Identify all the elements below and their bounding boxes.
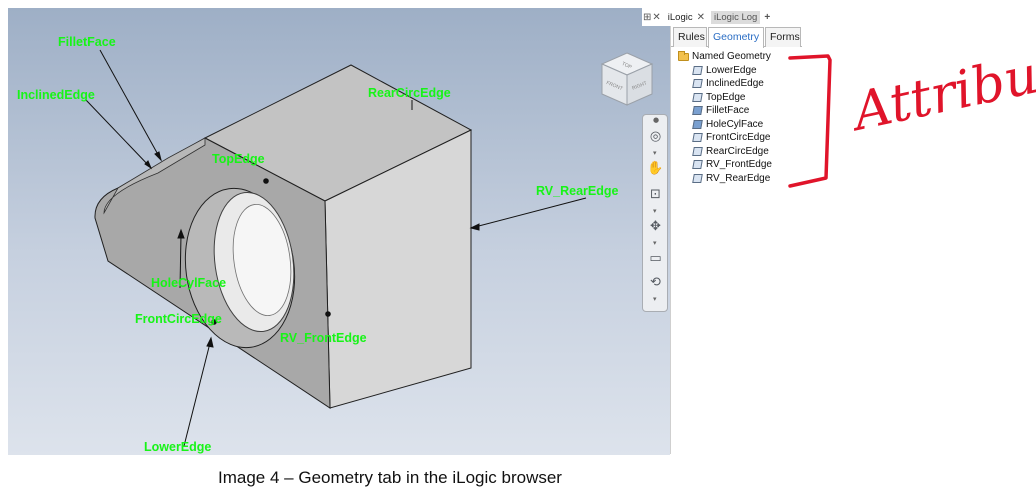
tab-ilogic-close-icon[interactable]: ✕ [696, 11, 705, 23]
tree-item-label: RV_RearEdge [706, 172, 771, 184]
callout-inclined-edge: InclinedEdge [17, 88, 95, 102]
viewcube-right-label: RIGHT [631, 80, 648, 91]
tab-ilogic-log[interactable]: iLogic Log [711, 10, 761, 24]
tree-item-lower-edge[interactable]: LowerEdge [676, 64, 800, 78]
add-tab-icon[interactable]: + [764, 11, 771, 23]
leader-fillet-face [99, 49, 162, 161]
tree-item-top-edge[interactable]: TopEdge [676, 91, 800, 105]
edge-icon [692, 146, 703, 156]
graphics-viewport[interactable]: FilletFace InclinedEdge RearCircEdge Top… [8, 8, 670, 455]
point-rv-front-edge [325, 311, 331, 317]
navbar-dropdown-icon[interactable]: ▾ [653, 149, 657, 157]
face-icon [692, 106, 703, 115]
tree-item-label: FilletFace [706, 105, 750, 116]
tree-item-label: FrontCircEdge [706, 132, 771, 143]
point-top-edge [263, 178, 269, 184]
tree-item-rv-rear-edge[interactable]: RV_RearEdge [676, 172, 800, 186]
annotation-bracket [788, 54, 832, 188]
tree-item-rear-circ-edge[interactable]: RearCircEdge [676, 145, 800, 159]
tab-forms[interactable]: Forms [765, 27, 801, 47]
callout-fillet-face: FilletFace [58, 35, 116, 49]
tree-item-rv-front-edge[interactable]: RV_FrontEdge [676, 158, 800, 172]
tree-item-label: InclinedEdge [706, 78, 764, 89]
pan-hand-icon[interactable]: ✋ [647, 161, 664, 176]
tree-root-named-geometry[interactable]: Named Geometry [676, 50, 800, 64]
fillet-face[interactable] [103, 137, 206, 215]
viewcube-top-label: TOP [621, 61, 633, 71]
viewcube-right-face[interactable] [626, 63, 653, 106]
callout-front-circ-edge: FrontCircEdge [135, 312, 222, 326]
steering-wheel-icon[interactable]: ◎ [649, 129, 662, 144]
browser-tab-strip: ⊞ ✕ iLogic ✕ iLogic Log + [642, 8, 802, 26]
zoom-window-icon[interactable]: ⊡ [650, 187, 661, 202]
handwritten-annotation: Attribute [788, 34, 1036, 188]
handwritten-word: Attribute [844, 34, 1036, 143]
leader-arrow-inclined-edge [144, 160, 153, 170]
ilogic-browser: Rules Geometry Forms Named Geometry Lowe… [670, 26, 802, 454]
edge-icon [692, 173, 703, 183]
callout-top-edge: TopEdge [212, 152, 265, 166]
edge-icon [692, 160, 703, 169]
leader-hole-cyl-face [179, 234, 182, 289]
part-model[interactable] [8, 8, 670, 455]
view-face-icon[interactable]: ▭ [649, 251, 662, 266]
tab-ilogic[interactable]: iLogic [667, 11, 693, 23]
named-geometry-tree: Named Geometry LowerEdge InclinedEdge To… [676, 50, 800, 185]
tree-item-inclined-edge[interactable]: InclinedEdge [676, 77, 800, 91]
point-front-circ-edge [211, 319, 217, 325]
leader-arrow-rv-rear-edge [469, 223, 480, 231]
figure-caption: Image 4 – Geometry tab in the iLogic bro… [218, 468, 562, 487]
edge-icon [692, 65, 703, 75]
callout-rv-front-edge: RV_FrontEdge [280, 331, 367, 345]
viewcube[interactable]: TOP FRONT RIGHT [596, 50, 658, 112]
folder-icon [678, 51, 689, 61]
tree-item-label: RV_FrontEdge [706, 159, 772, 170]
navbar-dot-icon: ● [653, 116, 660, 124]
face-icon [692, 119, 703, 129]
leader-lower-edge [183, 342, 211, 447]
look-at-icon[interactable]: ⟲ [650, 275, 661, 290]
leader-rv-rear-edge [470, 197, 587, 229]
tab-rules[interactable]: Rules [673, 27, 707, 47]
callout-hole-cyl-face: HoleCylFace [151, 276, 227, 290]
callout-rv-rear-edge: RV_RearEdge [536, 184, 619, 198]
zoom-dropdown-icon[interactable]: ▾ [653, 207, 657, 215]
look-dropdown-icon[interactable]: ▾ [653, 295, 657, 303]
callout-rear-circ-edge: RearCircEdge [368, 86, 451, 100]
tree-item-label: LowerEdge [706, 64, 757, 76]
leader-arrow-lower-edge [206, 336, 214, 348]
tab-geometry[interactable]: Geometry [708, 27, 764, 48]
tree-item-label: RearCircEdge [706, 145, 769, 157]
tree-item-front-circ-edge[interactable]: FrontCircEdge [676, 131, 800, 145]
tree-item-label: HoleCylFace [706, 118, 764, 130]
leader-inclined-edge [85, 99, 152, 169]
navigation-bar: ● ◎ ▾ ✋ ⊡ ▾ ✥ ▾ ▭ ⟲ ▾ [642, 114, 668, 312]
edge-icon [692, 79, 703, 88]
tree-root-label: Named Geometry [692, 51, 771, 62]
ilogic-panel-tabs: Rules Geometry Forms [671, 26, 802, 48]
tree-item-hole-cyl-face[interactable]: HoleCylFace [676, 118, 800, 132]
leader-arrow-fillet-face [154, 151, 162, 162]
panel-layout-icon[interactable]: ⊞ [643, 11, 652, 23]
leader-arrow-hole-cyl-face [177, 228, 185, 239]
panel-close-icon[interactable]: ✕ [652, 11, 661, 23]
callout-lower-edge: LowerEdge [144, 440, 212, 454]
tree-item-fillet-face[interactable]: FilletFace [676, 104, 800, 118]
orbit-icon[interactable]: ✥ [650, 219, 661, 234]
orbit-dropdown-icon[interactable]: ▾ [653, 239, 657, 247]
tree-item-label: TopEdge [706, 91, 746, 103]
edge-icon [692, 92, 703, 102]
hole-rear-edge[interactable] [226, 201, 297, 320]
edge-icon [692, 133, 703, 142]
